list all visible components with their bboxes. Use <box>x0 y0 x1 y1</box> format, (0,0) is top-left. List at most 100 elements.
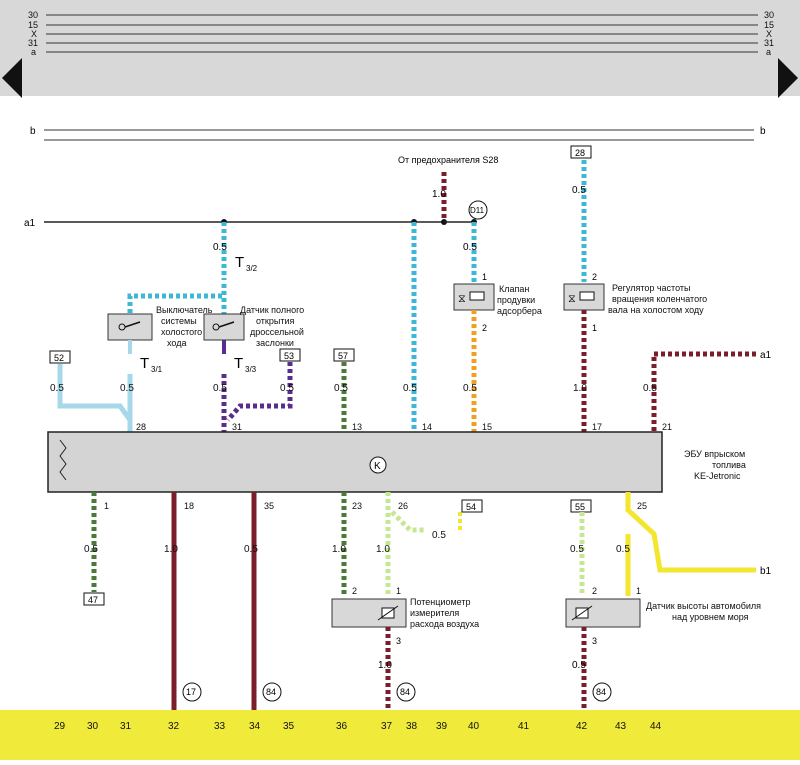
ecu-pin-26: 26 <box>398 501 408 511</box>
ecu-pin-31: 31 <box>232 422 242 432</box>
rail-b-label-left: b <box>30 126 36 137</box>
rail-b-label-right: b <box>760 126 766 137</box>
wire-size-in-21: 0.5 <box>643 383 657 394</box>
ecu-label-1: ЭБУ впрыском <box>684 449 745 459</box>
adsorber-valve-label-2: продувки <box>497 295 535 305</box>
pot-label-3: расхода воздуха <box>410 619 479 629</box>
fuse-source-note: От предохранителя S28 <box>398 155 498 165</box>
ecu-label-2: топлива <box>712 460 746 470</box>
ground-bus-number: 32 <box>168 721 180 732</box>
connector-t31: T <box>140 355 149 372</box>
connector-box-52-label: 52 <box>54 353 64 363</box>
connector-box-47 <box>83 592 105 606</box>
adsorber-valve-label-1: Клапан <box>499 284 529 294</box>
connector-box-53 <box>279 348 301 362</box>
ecu-pin-15: 15 <box>482 422 492 432</box>
wire-size-in-17: 1.0 <box>573 383 587 394</box>
wire-size-out-35: 0.5 <box>244 544 258 555</box>
regulator-pin-2: 2 <box>592 272 597 282</box>
valve-icon: ⧖ <box>458 293 466 305</box>
ground-bus-number: 38 <box>406 721 418 732</box>
alt-pin-3: 3 <box>592 636 597 646</box>
ground-bus-number: 44 <box>650 721 662 732</box>
ground-bus-number: 42 <box>576 721 588 732</box>
pot-pin-3: 3 <box>396 636 401 646</box>
ground-bus-number: 39 <box>436 721 448 732</box>
wire-size-pot: 1.0 <box>378 660 392 671</box>
idle-regulator-label-3: вала на холостом ходу <box>608 305 704 315</box>
wire-26-branch <box>390 510 426 533</box>
ecu-block <box>47 431 663 493</box>
rail-label-left-x: X <box>31 29 37 39</box>
valve-icon: ⧖ <box>568 293 576 305</box>
connector-t32: T <box>235 254 244 271</box>
rail-label-right-x: X <box>766 29 772 39</box>
connector-box-52 <box>49 350 71 364</box>
wire-size-out-55: 0.5 <box>570 544 584 555</box>
regulator-pin-1: 1 <box>592 323 597 333</box>
ground-bus-number: 40 <box>468 721 480 732</box>
idle-regulator-label-2: вращения коленчатого <box>612 294 707 304</box>
connector-box-57 <box>333 348 355 362</box>
rail-label-right-15: 15 <box>764 20 774 30</box>
ground-point-84 <box>592 682 612 702</box>
rail-label-left-15: 15 <box>28 20 38 30</box>
ecu-ground-symbol <box>369 456 387 474</box>
connector-box-53-label: 53 <box>284 351 294 361</box>
ecu-pin-18: 18 <box>184 501 194 511</box>
out-label-a1: a1 <box>760 350 772 361</box>
idle-switch-label-3: холостого <box>161 327 202 337</box>
ecu-pin-21: 21 <box>662 422 672 432</box>
wire-a1-to-21 <box>651 351 756 432</box>
ecu-pin-1: 1 <box>104 501 109 511</box>
ground-bus-number: 35 <box>283 721 295 732</box>
idle-switch-label-4: хода <box>167 338 186 348</box>
pot-label-1: Потенциометр <box>410 597 470 607</box>
wire-size-out-18: 1.0 <box>164 544 178 555</box>
rail-label-right-31: 31 <box>764 38 774 48</box>
ground-point-17 <box>182 682 202 702</box>
out-label-b1: b1 <box>760 566 772 577</box>
connector-d11 <box>468 200 488 220</box>
rail-b: b b <box>30 126 766 141</box>
wire-size-out-25: 0.5 <box>616 544 630 555</box>
ecu-pin-28: 28 <box>136 422 146 432</box>
top-rails <box>46 14 758 53</box>
throttle-sensor-label-1: Датчик полного <box>240 305 304 315</box>
wire-size-alt: 0.5 <box>572 660 586 671</box>
alt-pin-1: 1 <box>636 586 641 596</box>
connector-box-47-label: 47 <box>88 595 98 605</box>
ground-point-84 <box>262 682 282 702</box>
idle-switch-label-1: Выключатель <box>156 305 213 315</box>
wire-size-regulator: 0.5 <box>572 185 586 196</box>
rail-label-left-31: 31 <box>28 38 38 48</box>
page-next-arrow-icon[interactable] <box>778 58 798 98</box>
ground-point-84-label: 84 <box>400 687 410 697</box>
valve-pin-2: 2 <box>482 323 487 333</box>
wire-size-t32: 0.5 <box>213 242 227 253</box>
connector-t33-sub: 3/3 <box>245 365 257 374</box>
adsorber-valve-label-3: адсорбера <box>497 306 542 316</box>
connector-box-54 <box>461 499 483 513</box>
valve-pin-1: 1 <box>482 272 487 282</box>
page-prev-arrow-icon[interactable] <box>2 58 22 98</box>
wire-25-to-b1 <box>625 492 756 573</box>
wire-size-fuse: 1.0 <box>432 189 446 200</box>
connector-t32-sub: 3/2 <box>246 264 258 273</box>
ecu-ground-label: K <box>374 461 381 472</box>
pot-pin-2: 2 <box>352 586 357 596</box>
pot-pin-1: 1 <box>396 586 401 596</box>
throttle-sensor-label-3: дроссельной <box>250 327 304 337</box>
wire-size-out-26b: 0.5 <box>432 530 446 541</box>
ground-point-84 <box>396 682 416 702</box>
wire-size-out-23: 1.0 <box>332 544 346 555</box>
wire-53-to-31 <box>226 362 293 422</box>
throttle-sensor <box>203 313 245 341</box>
ecu-pin-35: 35 <box>264 501 274 511</box>
connector-d11-label: D11 <box>470 206 485 215</box>
connector-box-55-label: 55 <box>575 502 585 512</box>
connector-box-54-label: 54 <box>466 502 476 512</box>
ground-bus-number: 37 <box>381 721 393 732</box>
ecu-pin-25: 25 <box>637 501 647 511</box>
